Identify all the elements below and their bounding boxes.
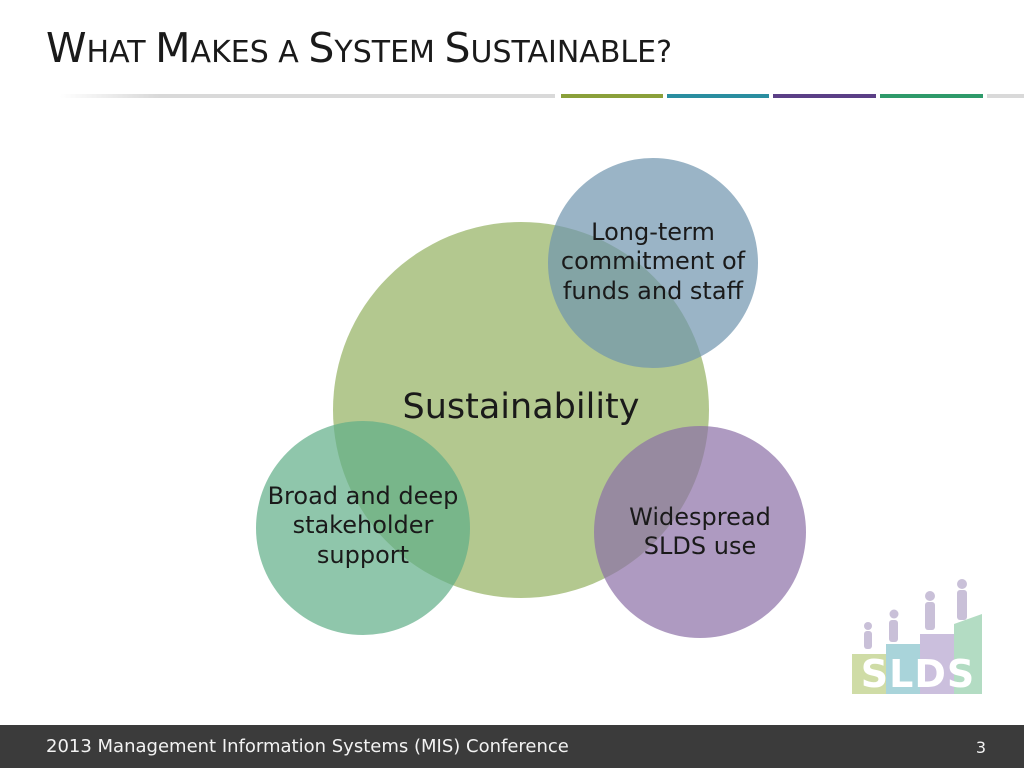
title-part: W	[46, 24, 87, 72]
accent-bar-teal	[667, 94, 769, 98]
title-part: AKES A	[190, 35, 309, 70]
commitment-label-line: Long-term	[591, 218, 715, 246]
logo-block-purple	[920, 634, 954, 694]
commitment-circle	[548, 158, 758, 368]
slds-logo	[852, 579, 982, 694]
title-part: S	[444, 24, 471, 72]
title-part: USTAINABLE?	[470, 35, 672, 70]
usage-label-line: SLDS use	[643, 532, 757, 561]
usage-label-line: Widespread	[629, 503, 771, 531]
footer-conference: 2013 Management Information Systems (MIS…	[46, 736, 569, 757]
stakeholder-label-line: support	[316, 540, 410, 569]
slide-number: 3	[975, 738, 986, 757]
logo-text: SLDS	[860, 652, 976, 696]
title-part: YSTEM	[334, 35, 445, 70]
stakeholder-label-line: Broad and deep	[267, 482, 459, 510]
walking-figures-icon	[864, 579, 967, 649]
slide-title: WHAT MAKES A SYSTEM SUSTAINABLE?	[46, 28, 672, 69]
accent-bar-purple	[773, 94, 876, 98]
accent-bar-gray	[987, 94, 1024, 98]
stakeholder-label-line: stakeholder	[292, 511, 434, 540]
commitment-label-line: commitment of	[560, 247, 746, 276]
logo-block-teal	[886, 644, 920, 694]
stakeholder-label: Broad and deep stakeholder support	[252, 482, 474, 570]
accent-bar-green	[561, 94, 663, 98]
stakeholder-circle	[256, 421, 470, 635]
commitment-label: Long-term commitment of funds and staff	[548, 218, 758, 306]
logo-block-emerald	[954, 614, 982, 694]
footer-bar: 2013 Management Information Systems (MIS…	[0, 725, 1024, 768]
logo-block-green	[852, 654, 886, 694]
title-part: S	[308, 24, 335, 72]
commitment-label-line: funds and staff	[562, 276, 744, 305]
sustainability-label: Sustainability	[402, 387, 640, 427]
usage-label: Widespread SLDS use	[595, 503, 805, 562]
title-underline-fade	[60, 94, 555, 98]
title-part: M	[155, 24, 191, 72]
title-part: HAT	[86, 35, 156, 70]
accent-bar-emerald	[880, 94, 983, 98]
venn-diagram	[256, 158, 806, 638]
usage-circle	[594, 426, 806, 638]
